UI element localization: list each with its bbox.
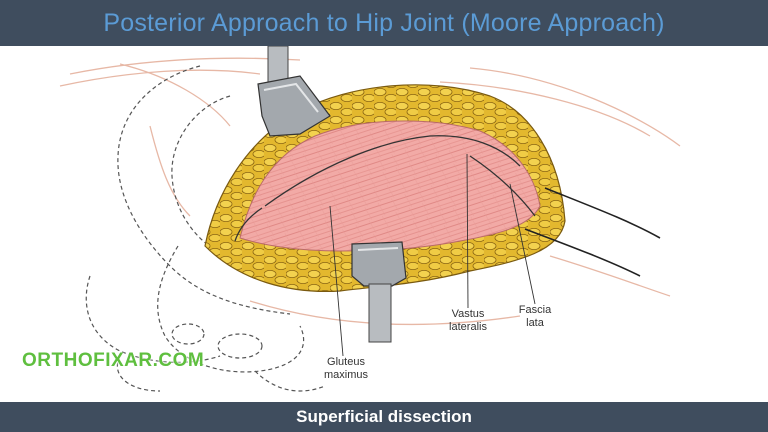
watermark: ORTHOFIXAR.COM	[22, 350, 205, 371]
footer-bar: Superficial dissection	[0, 402, 768, 432]
label-gluteus-maximus: Gluteus maximus	[323, 356, 368, 381]
muscle-edges	[234, 135, 536, 242]
illustration-svg	[59, 45, 681, 392]
label-fascia-lata: Fascia lata	[518, 304, 552, 329]
gluteus-maximus-muscle	[239, 120, 541, 252]
leader-lines	[329, 153, 536, 357]
lower-retractor	[351, 241, 407, 343]
page-title: Posterior Approach to Hip Joint (Moore A…	[103, 8, 665, 37]
label-vastus-lateralis: Vastus lateralis	[449, 308, 487, 333]
caption: Superficial dissection	[296, 407, 472, 426]
bone-outline	[85, 65, 326, 392]
fascia-lata-lines	[524, 187, 661, 277]
upper-retractor	[257, 45, 331, 137]
title-bar: Posterior Approach to Hip Joint (Moore A…	[0, 0, 768, 46]
anatomical-illustration: Gluteus maximus Vastus lateralis Fascia …	[0, 45, 768, 402]
